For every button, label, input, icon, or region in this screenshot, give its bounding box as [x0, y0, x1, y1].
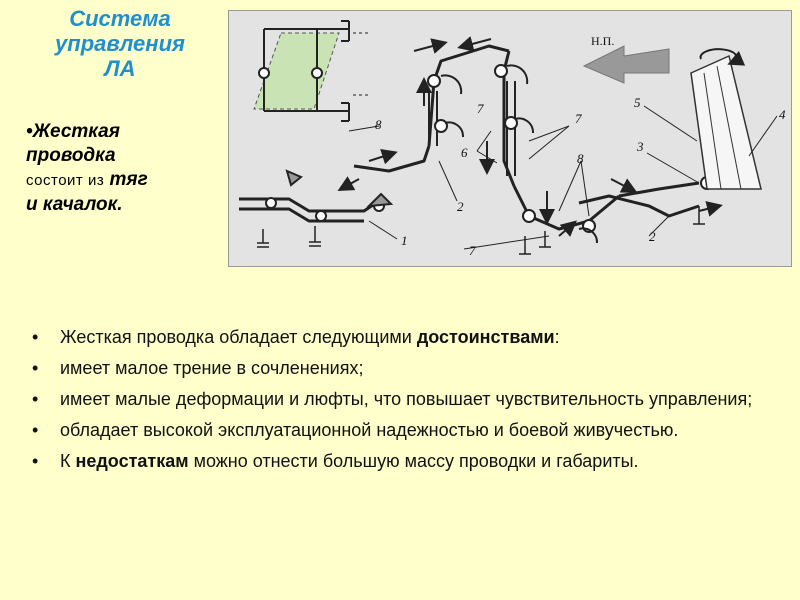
callout-lines — [348, 105, 778, 250]
mount-symbols — [257, 206, 705, 255]
diagram-canvas: Н.П. 1 2 2 3 4 5 6 7 7 7 8 8 — [239, 20, 786, 258]
list-item: Жесткая проводка обладает следующими дос… — [30, 326, 770, 348]
label-np: Н.П. — [591, 34, 614, 48]
list-item: К недостаткам можно отнести большую масс… — [30, 450, 770, 472]
title-line-3: ЛА — [104, 56, 136, 81]
side-note-line-2: проводка — [26, 145, 116, 166]
motion-arrows — [337, 36, 723, 237]
list-item: имеет малое трение в сочленениях; — [30, 357, 770, 379]
label-8a: 8 — [375, 117, 382, 132]
side-note: •Жесткая проводка состоит из тяг и качал… — [26, 120, 226, 217]
label-7b: 7 — [575, 111, 582, 126]
title-line-1: Система — [69, 6, 171, 31]
label-3: 3 — [636, 139, 644, 154]
control-system-diagram: Н.П. 1 2 2 3 4 5 6 7 7 7 8 8 — [228, 10, 792, 267]
side-note-bold: тяг — [109, 169, 148, 190]
side-note-text-1: Жесткая — [32, 121, 120, 142]
label-2b: 2 — [649, 229, 656, 244]
label-4: 4 — [779, 107, 786, 122]
list-item: имеет малые деформации и люфты, что повы… — [30, 388, 770, 410]
side-note-line-4: и качалок. — [26, 194, 123, 215]
rocker-levers — [265, 64, 714, 244]
side-note-plain: состоит из — [26, 172, 105, 189]
side-note-line-3: состоит из тяг — [26, 168, 226, 193]
advantages-list: Жесткая проводка обладает следующими дос… — [30, 326, 770, 481]
airflow-arrow — [582, 45, 670, 84]
label-7a: 7 — [477, 101, 484, 116]
bracket-inset — [253, 20, 369, 122]
label-6: 6 — [461, 145, 468, 160]
title-line-2: управления — [55, 31, 185, 56]
label-5: 5 — [634, 95, 641, 110]
rudder-surface — [690, 48, 762, 190]
label-7c: 7 — [469, 243, 476, 258]
list-item: обладает высокой эксплуатационной надежн… — [30, 419, 770, 441]
slide-title: Система управления ЛА — [20, 6, 220, 81]
label-2a: 2 — [457, 199, 464, 214]
side-note-line-1: •Жесткая — [26, 120, 226, 144]
label-1: 1 — [401, 233, 408, 248]
label-8b: 8 — [577, 151, 584, 166]
side-note-bullet: • — [26, 121, 33, 142]
